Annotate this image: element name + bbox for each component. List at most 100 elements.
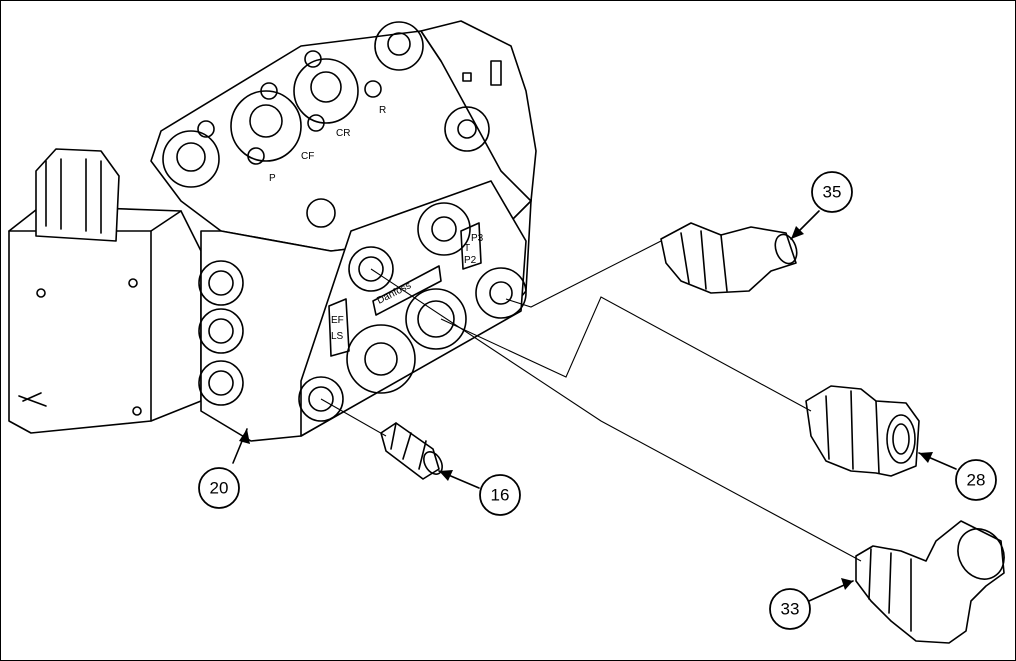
top-port-center-left [230, 90, 302, 162]
port-label-ef: EF [331, 315, 344, 326]
fitting-33-end [957, 528, 1005, 580]
callout-number-35: 35 [823, 183, 842, 202]
solenoid-logo-mark [18, 392, 47, 407]
fitting-16-end [423, 451, 443, 475]
fitting-33-hex [868, 548, 912, 632]
top-port-large-left [162, 130, 220, 188]
callout-16: 16 [479, 474, 521, 516]
fitting-28-body [805, 385, 920, 477]
brand-plate [372, 265, 442, 316]
callout-20: 20 [198, 467, 240, 509]
fitting-35-drawing [660, 222, 798, 294]
fitting-35-hex [680, 230, 728, 292]
front-port-lower-left-inner [308, 386, 334, 412]
rear-cap-square [462, 72, 472, 82]
front-port-upper-right [417, 202, 471, 256]
leader-line-35 [505, 240, 662, 308]
port-label-p3: P3 [471, 233, 484, 244]
callout-arrows [232, 210, 957, 602]
fitting-33-body [855, 520, 1005, 644]
front-port-upper-left [348, 246, 394, 292]
top-hole-5 [304, 50, 322, 68]
top-hole-3 [260, 82, 278, 100]
fitting-35-end [774, 233, 798, 265]
rear-cap-slot [490, 60, 502, 86]
top-hole-1 [197, 120, 215, 138]
top-port-large-right [374, 21, 424, 71]
top-port-rear [444, 106, 490, 152]
leader-line-16 [320, 398, 387, 437]
port-label-t: T [464, 243, 470, 254]
arrowhead-20 [239, 429, 250, 444]
fitting-28-end [886, 414, 916, 464]
callout-circle-35 [811, 171, 853, 213]
side-port-bottom [198, 360, 244, 406]
port-label-ls: LS [331, 331, 344, 342]
callout-28: 28 [955, 459, 997, 501]
front-port-right [475, 267, 527, 319]
callout-circle-20 [198, 467, 240, 509]
side-ports [198, 260, 244, 406]
fitting-33-drawing [855, 520, 1005, 644]
callout-35: 35 [811, 171, 853, 213]
callout-number-20: 20 [210, 479, 229, 498]
fitting-16-drawing [380, 422, 443, 480]
leader-line-28 [440, 296, 812, 412]
arrowhead-16 [439, 470, 453, 481]
callout-number-28: 28 [967, 471, 986, 490]
top-port-large-right-inner [387, 32, 411, 56]
front-port-center-inner [417, 300, 455, 338]
leader-lines [320, 240, 862, 562]
callout-circle-33 [769, 588, 811, 630]
valve-block-front-plate [300, 180, 527, 437]
top-hole-2 [247, 147, 265, 165]
front-port-upper-right-inner [431, 216, 457, 242]
front-ports [298, 202, 527, 422]
front-port-center [405, 288, 467, 350]
valve-block-drawing: P CF CR R Danfos [8, 20, 537, 442]
top-hole-4 [307, 114, 325, 132]
top-port-rear-inner [457, 119, 477, 139]
callout-number-16: 16 [491, 486, 510, 505]
arrowhead-33 [841, 578, 853, 590]
side-port-middle-inner [208, 318, 234, 344]
top-port-center-right-inner [310, 71, 342, 103]
callout-number-33: 33 [781, 600, 800, 619]
front-port-upper-left-inner [358, 256, 384, 282]
side-port-top-inner [208, 270, 234, 296]
top-hole-6 [364, 80, 382, 98]
p-label-plate [460, 222, 482, 270]
connector-ribs [45, 158, 102, 234]
front-port-lower-large [346, 324, 416, 394]
electrical-connector [35, 148, 120, 242]
side-port-middle [198, 308, 244, 354]
callout-33: 33 [769, 588, 811, 630]
top-port-center-right [293, 58, 359, 124]
top-ports [162, 21, 490, 228]
fitting-28-hex [825, 390, 880, 474]
arrowhead-35 [791, 226, 804, 239]
callout-circle-16 [479, 474, 521, 516]
front-top-hole [306, 198, 336, 228]
top-port-large-left-inner [176, 142, 206, 172]
port-label-p2: P2 [464, 255, 477, 266]
port-label-cr: CR [336, 128, 350, 139]
ls-label-plate [328, 298, 350, 357]
solenoid-screw [36, 288, 46, 298]
fitting-28-end-inner [892, 423, 910, 455]
front-port-lower-large-inner [364, 342, 398, 376]
top-port-center-left-inner [249, 104, 283, 138]
port-label-cf: CF [301, 151, 314, 162]
port-label-r: R [379, 105, 386, 116]
fitting-35-body [660, 222, 797, 294]
port-label-p: P [269, 173, 276, 184]
callout-circle-28 [955, 459, 997, 501]
solenoid-screw-3 [132, 406, 142, 416]
arrowhead-28 [919, 452, 933, 463]
fitting-16-ribs [390, 422, 427, 470]
fitting-16-body [380, 422, 440, 480]
solenoid-screw-2 [128, 278, 138, 288]
side-port-top [198, 260, 244, 306]
